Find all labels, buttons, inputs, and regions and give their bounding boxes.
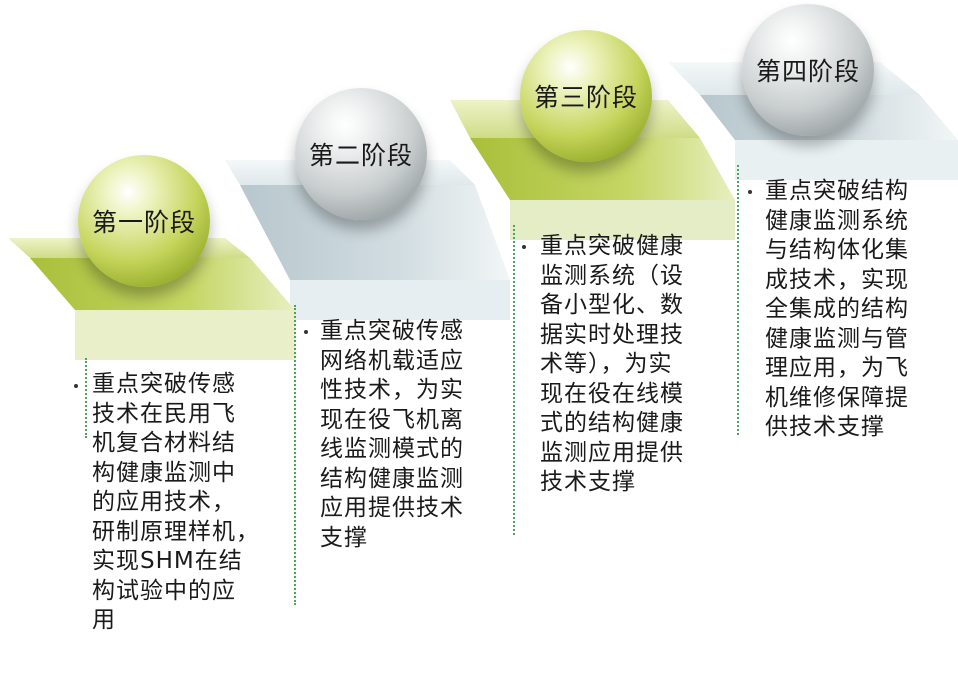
stage-4-label: 第四阶段	[755, 57, 860, 86]
stage-4-description: 重点突破结构 健康监测系统 与结构体化集 成技术，实现 全集成的结构 健康监测与…	[765, 178, 909, 440]
step-2-riser	[290, 280, 510, 320]
stage-1-description: 重点突破传感 技术在民用飞 机复合材料结 构健康监测中 的应用技术， 研制原理样…	[92, 371, 260, 633]
stage-3-sphere: 第三阶段	[520, 30, 652, 162]
step-4-riser	[735, 140, 958, 180]
step-3-riser	[510, 200, 735, 240]
stage-2-sphere: 第二阶段	[295, 88, 427, 220]
stage-1-label: 第一阶段	[91, 208, 196, 237]
stage-1-bullet	[74, 384, 78, 388]
stage-2-label: 第二阶段	[308, 141, 413, 170]
stage-1-sphere: 第一阶段	[78, 155, 210, 287]
step-3-front	[470, 138, 735, 200]
stage-2-connector	[294, 305, 296, 605]
stage-4-sphere: 第四阶段	[742, 4, 874, 136]
stage-3-bullet	[522, 245, 526, 249]
step-2-front	[240, 185, 510, 280]
stage-2-description: 重点突破传感 网络机载适应 性技术，为实 现在役飞机离 线监测模式的 结构健康监…	[320, 318, 464, 551]
stage-4-bullet	[748, 190, 752, 194]
stage-1-connector	[85, 358, 87, 438]
stage-3-label: 第三阶段	[533, 83, 638, 112]
stage-4-connector	[737, 165, 739, 435]
step-1-riser	[75, 310, 295, 360]
stage-2-bullet	[304, 330, 308, 334]
stage-3-description: 重点突破健康 监测系统（设 备小型化、数 据实时处理技 术等），为实 现在役在线…	[540, 233, 684, 495]
stage-3-connector	[513, 225, 515, 535]
